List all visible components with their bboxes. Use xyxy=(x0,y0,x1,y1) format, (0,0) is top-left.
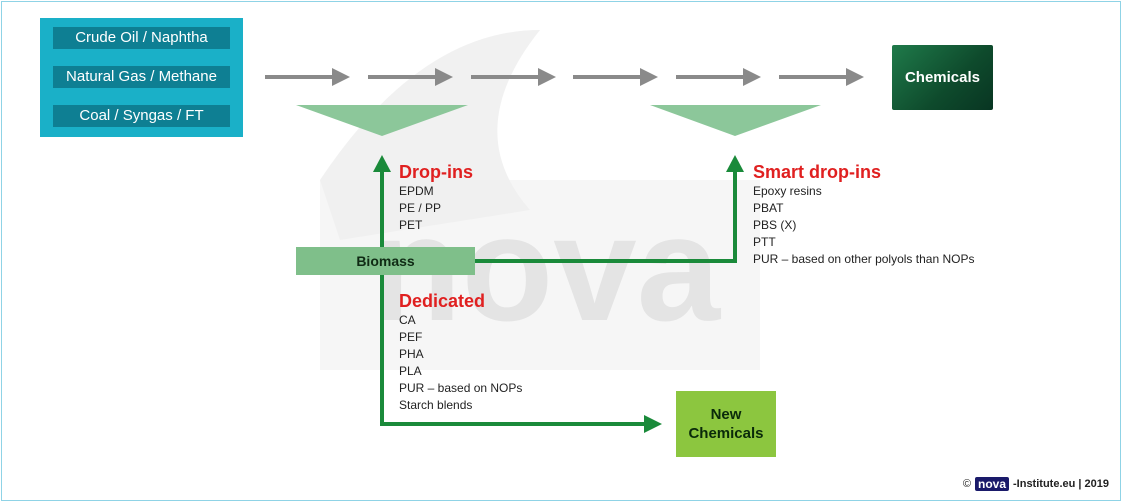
list-item: CA xyxy=(399,313,416,327)
list-item: EPDM xyxy=(399,184,434,198)
fossil-item-coal: Coal / Syngas / FT xyxy=(53,105,230,127)
fossil-feedstocks-box: Crude Oil / Naphtha Natural Gas / Methan… xyxy=(40,18,243,137)
green-arrow-drop-ins xyxy=(373,155,391,248)
footer-text: -Institute.eu | 2019 xyxy=(1013,478,1109,490)
fossil-item-crude-oil: Crude Oil / Naphtha xyxy=(53,27,230,49)
list-item: PE / PP xyxy=(399,201,442,215)
biomass-box: Biomass xyxy=(296,247,475,275)
list-item: PUR – based on other polyols than NOPs xyxy=(753,252,975,266)
list-item: PUR – based on NOPs xyxy=(399,381,523,395)
funnel-right xyxy=(650,105,821,136)
grey-arrow-1 xyxy=(265,68,350,86)
list-item: PBS (X) xyxy=(753,218,797,232)
dedicated-title: Dedicated xyxy=(399,291,486,311)
new-chemicals-box: New Chemicals xyxy=(676,391,776,457)
footer-credit: © nova -Institute.eu | 2019 xyxy=(963,477,1109,491)
fossil-item-natural-gas: Natural Gas / Methane xyxy=(53,66,230,88)
green-arrow-smart-drop-ins xyxy=(475,155,744,263)
chemicals-box: Chemicals xyxy=(892,45,993,110)
smart-drop-ins-group: Smart drop-ins Epoxy resins PBAT PBS (X)… xyxy=(753,162,974,268)
new-chemicals-line2: Chemicals xyxy=(688,425,764,442)
drop-ins-title: Drop-ins xyxy=(399,162,473,182)
list-item: Starch blends xyxy=(399,398,473,412)
drop-ins-group: Drop-ins EPDM PE / PP PET xyxy=(399,162,473,234)
smart-drop-ins-list: Epoxy resins PBAT PBS (X) PTT PUR – base… xyxy=(753,183,974,268)
list-item: PLA xyxy=(399,364,422,378)
list-item: PHA xyxy=(399,347,424,361)
new-chemicals-line1: New xyxy=(710,406,742,423)
nova-logo: nova xyxy=(974,477,1009,491)
smart-drop-ins-title: Smart drop-ins xyxy=(753,162,882,182)
list-item: PEF xyxy=(399,330,423,344)
drop-ins-list: EPDM PE / PP PET xyxy=(399,183,473,234)
dedicated-list: CA PEF PHA PLA PUR – based on NOPs Starc… xyxy=(399,312,522,414)
grey-arrow-2 xyxy=(368,68,453,86)
list-item: PET xyxy=(399,218,423,232)
green-arrow-dedicated xyxy=(380,275,662,433)
funnel-left xyxy=(296,105,468,136)
grey-arrow-3 xyxy=(471,68,556,86)
grey-arrow-4 xyxy=(573,68,658,86)
copyright-symbol: © xyxy=(962,478,971,490)
list-item: PTT xyxy=(753,235,776,249)
list-item: PBAT xyxy=(753,201,784,215)
grey-arrow-6 xyxy=(779,68,864,86)
list-item: Epoxy resins xyxy=(753,184,822,198)
grey-arrow-5 xyxy=(676,68,761,86)
dedicated-group: Dedicated CA PEF PHA PLA PUR – based on … xyxy=(399,291,522,414)
